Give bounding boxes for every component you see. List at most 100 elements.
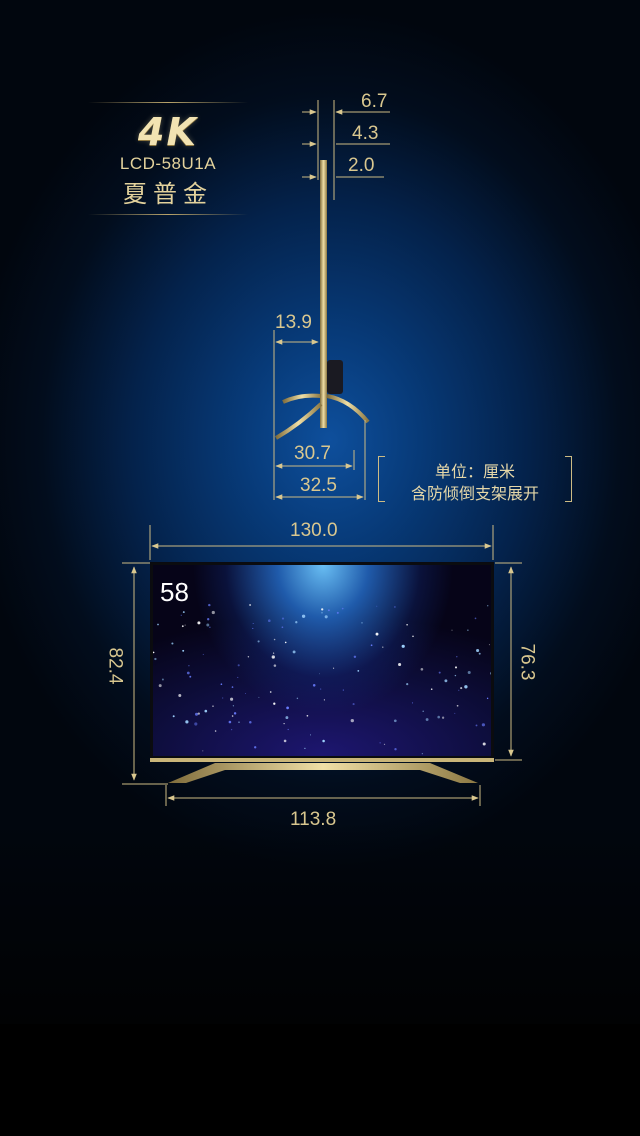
star <box>425 718 429 721</box>
star <box>444 679 448 683</box>
star <box>361 622 363 624</box>
star <box>327 609 330 612</box>
star <box>194 712 199 716</box>
star <box>247 656 250 658</box>
star <box>456 704 459 707</box>
dim-stand-offset: 13.9 <box>275 312 312 333</box>
star <box>454 666 458 669</box>
star <box>394 748 397 751</box>
star <box>271 655 275 659</box>
star <box>269 691 272 693</box>
star <box>487 605 489 607</box>
star <box>312 684 316 687</box>
star <box>202 653 204 655</box>
star <box>353 655 357 659</box>
stand-front-leg <box>282 393 322 404</box>
star <box>273 664 277 667</box>
star <box>309 734 312 736</box>
star <box>420 667 424 671</box>
star <box>214 730 217 732</box>
star <box>181 625 184 628</box>
star <box>430 688 433 690</box>
bottom-band <box>0 1024 640 1136</box>
star <box>238 721 240 723</box>
star <box>252 622 254 625</box>
star <box>379 742 381 744</box>
star <box>208 603 211 607</box>
star <box>283 722 285 725</box>
star <box>209 626 211 628</box>
star <box>202 750 204 752</box>
dim-depth-panel: 2.0 <box>348 155 375 176</box>
star <box>189 675 192 678</box>
star <box>394 606 396 608</box>
star <box>482 742 486 746</box>
star <box>321 612 323 614</box>
star <box>441 716 445 719</box>
star <box>182 611 185 614</box>
star <box>393 719 397 723</box>
star <box>211 610 215 615</box>
star <box>222 697 224 699</box>
star <box>230 728 233 731</box>
star <box>350 718 354 723</box>
unit-bracket-left <box>378 456 385 502</box>
star <box>287 728 289 731</box>
star <box>296 697 299 700</box>
star <box>197 621 201 625</box>
front-stand <box>168 763 478 783</box>
star <box>320 688 322 690</box>
star <box>476 648 480 653</box>
dim-height-total: 82.4 <box>104 647 126 685</box>
star <box>249 604 252 606</box>
stand-back-leg <box>326 394 370 424</box>
star <box>194 722 198 726</box>
star <box>342 689 344 691</box>
front-dimension-lines <box>122 525 522 806</box>
logo-model-number: LCD-58U1A <box>119 154 217 173</box>
logo-top-rule <box>88 102 248 103</box>
front-bottom-trim <box>150 758 494 762</box>
star <box>341 607 344 610</box>
star <box>383 743 386 746</box>
star <box>281 617 285 620</box>
product-logo: 4K LCD-58U1A 夏普金 <box>88 100 248 218</box>
star <box>422 710 424 712</box>
star <box>232 705 235 707</box>
star <box>324 615 328 619</box>
unit-note: 单位：厘米 含防倾倒支架展开 <box>378 456 572 503</box>
dim-stand-inner: 30.7 <box>294 443 331 464</box>
star <box>220 683 223 686</box>
star <box>398 662 402 667</box>
star <box>488 644 490 646</box>
dim-height-screen: 76.3 <box>516 643 538 681</box>
star <box>204 709 208 713</box>
star <box>333 667 335 669</box>
screen-size-label: 58 <box>160 577 189 607</box>
star <box>158 684 162 688</box>
star <box>467 629 469 631</box>
side-panel <box>320 160 327 428</box>
side-dimension-lines <box>273 100 390 500</box>
star <box>171 642 174 645</box>
star <box>370 644 373 647</box>
star <box>438 671 441 674</box>
dim-depth-mid: 4.3 <box>352 123 379 144</box>
star <box>272 652 275 654</box>
star <box>306 714 309 717</box>
stand-foot <box>274 402 323 440</box>
star <box>375 632 379 636</box>
screen-starfield <box>153 603 491 755</box>
star <box>231 715 234 717</box>
star <box>401 644 405 648</box>
star <box>252 627 254 629</box>
star <box>197 712 200 715</box>
star <box>228 720 232 724</box>
star <box>233 712 237 715</box>
star <box>490 672 491 675</box>
star <box>486 697 489 700</box>
star <box>357 670 360 672</box>
logo-product-name: 夏普金 <box>123 180 213 208</box>
star <box>245 693 246 694</box>
